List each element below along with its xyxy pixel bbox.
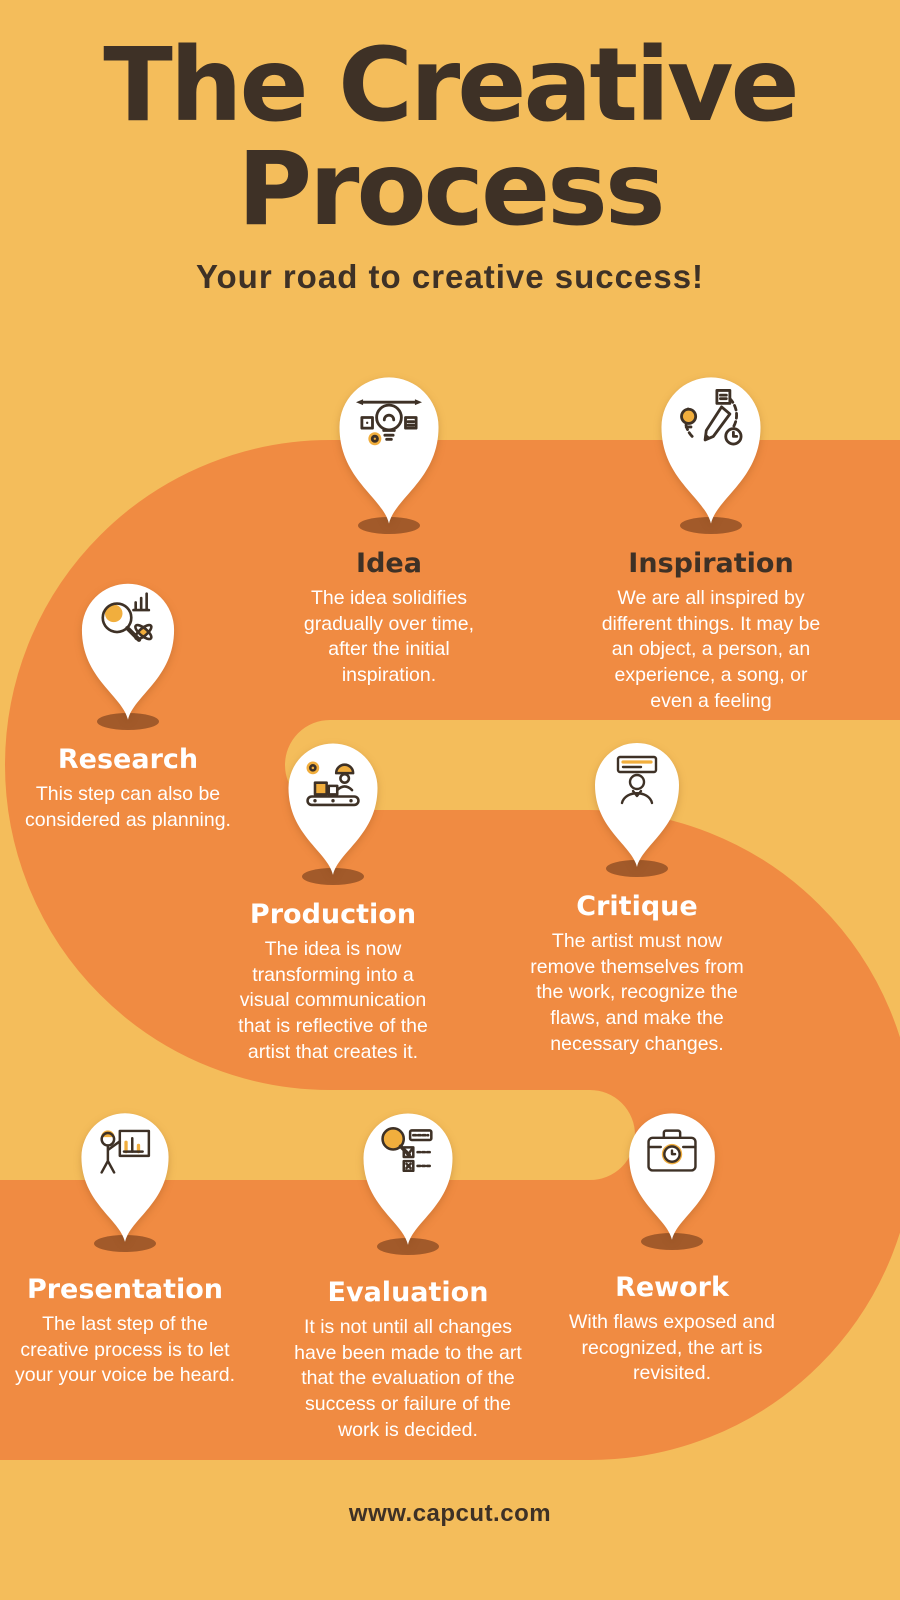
- pin-shadow: [358, 517, 420, 534]
- step-description-evaluation: It is not until all changes have been ma…: [294, 1316, 522, 1441]
- step-description-research: This step can also be considered as plan…: [25, 783, 231, 831]
- map-pin: [355, 1105, 461, 1247]
- map-pin: [73, 575, 183, 722]
- step-title-production: Production: [249, 899, 417, 930]
- map-pin: [330, 368, 448, 526]
- step-description-idea: The idea solidifies gradually over time,…: [303, 587, 475, 687]
- step-description-production: The idea is now transforming into a visu…: [238, 938, 428, 1063]
- website-url: www.capcut.com: [348, 1500, 552, 1527]
- map-pin: [652, 368, 770, 526]
- step-title-idea: Idea: [356, 548, 422, 579]
- step-title-research: Research: [57, 744, 199, 775]
- pin-shadow: [377, 1238, 439, 1255]
- map-pin: [621, 1105, 723, 1242]
- pin-shadow: [94, 1235, 156, 1252]
- header: The Creative Process Your road to creati…: [0, 26, 900, 296]
- map-pin: [73, 1105, 177, 1244]
- step-description-rework: With flaws exposed and recognized, the a…: [569, 1311, 775, 1385]
- map-pin: [587, 735, 687, 869]
- pin-shadow: [641, 1233, 703, 1250]
- lightbulb-idea-icon: [355, 399, 423, 446]
- checklist-evaluation-icon: [381, 1127, 433, 1172]
- step-description-presentation: The last step of the creative process is…: [14, 1313, 236, 1387]
- step-evaluation: Evaluation It is not until all changes h…: [284, 1105, 532, 1444]
- step-title-presentation: Presentation: [26, 1274, 224, 1305]
- page-subtitle: Your road to creative success!: [195, 258, 705, 296]
- pin-shadow: [97, 713, 159, 730]
- step-title-rework: Rework: [615, 1272, 729, 1303]
- pin-shadow: [606, 860, 668, 877]
- step-presentation: Presentation The last step of the creati…: [6, 1105, 244, 1389]
- step-critique: Critique The artist must now remove them…: [518, 735, 756, 1058]
- step-description-inspiration: We are all inspired by different things.…: [601, 587, 821, 712]
- pin-shadow: [302, 868, 364, 885]
- step-description-critique: The artist must now remove themselves fr…: [530, 930, 744, 1055]
- step-research: Research This step can also be considere…: [20, 575, 236, 833]
- map-pin: [280, 735, 386, 877]
- person-board-critique-icon: [616, 755, 658, 805]
- conveyor-production-icon: [306, 761, 360, 807]
- speaker-presentation-icon: [100, 1129, 151, 1174]
- magnifier-research-icon: [101, 592, 153, 642]
- page-title: The Creative Process: [103, 26, 799, 250]
- step-title-evaluation: Evaluation: [327, 1277, 489, 1308]
- step-idea: Idea The idea solidifies gradually over …: [288, 368, 490, 689]
- step-title-critique: Critique: [576, 891, 698, 922]
- pin-shadow: [680, 517, 742, 534]
- step-production: Production The idea is now transforming …: [226, 735, 440, 1066]
- toolbox-clock-rework-icon: [647, 1129, 697, 1172]
- step-title-inspiration: Inspiration: [628, 548, 794, 579]
- pencil-inspiration-icon: [680, 388, 743, 446]
- step-inspiration: Inspiration We are all inspired by diffe…: [592, 368, 830, 715]
- step-rework: Rework With flaws exposed and recognized…: [560, 1105, 784, 1387]
